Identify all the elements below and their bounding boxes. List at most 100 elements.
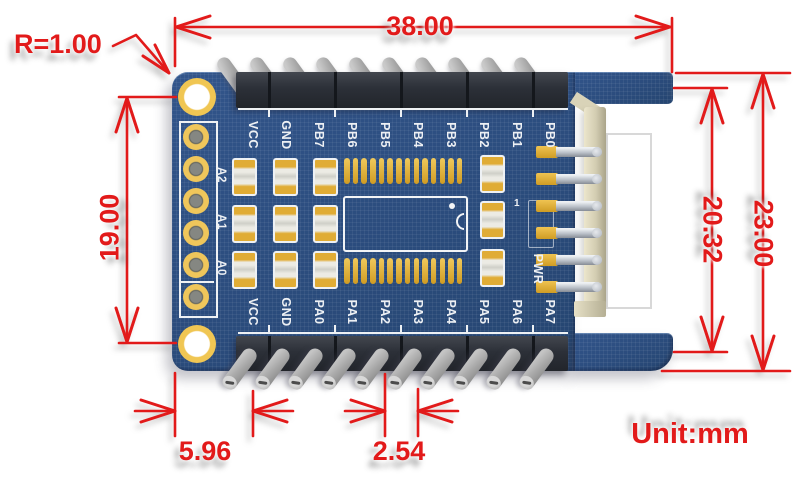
corner-radius-label: R=1.00	[14, 29, 102, 59]
pin-label-bottom: PA5	[477, 299, 491, 325]
smd-pad	[231, 251, 257, 289]
connector-pin	[556, 147, 602, 157]
dim-pin-row-span-label: 20.32	[697, 195, 728, 264]
tssop-pad-bottom	[344, 258, 350, 284]
tssop-pad-top	[378, 158, 385, 184]
bottom-silk-tick	[268, 325, 270, 334]
pin-label-top: VCC	[246, 121, 260, 149]
smd-pad	[312, 251, 338, 289]
top-header-divider	[333, 72, 337, 108]
bottom-header-divider	[531, 336, 535, 371]
pin-end-slot	[522, 380, 532, 385]
tssop-pad-top	[344, 158, 350, 184]
smd-pad	[272, 205, 298, 243]
bottom-header-divider	[333, 336, 337, 371]
connector-pad	[536, 227, 558, 239]
top-header-divider	[267, 72, 271, 108]
bottom-silk-tick	[466, 325, 468, 334]
pin-label-top: PB6	[345, 122, 359, 148]
side-hole	[183, 284, 209, 310]
pin-label-bottom: PA3	[411, 299, 425, 325]
pin-label-top: PB2	[477, 122, 491, 148]
smd-pad	[312, 158, 338, 196]
chip-notch	[455, 213, 464, 230]
side-hole	[183, 124, 209, 150]
top-silk-tick	[334, 108, 336, 117]
bottom-silk-tick	[532, 325, 534, 334]
top-silk-tick	[400, 108, 402, 117]
smd-pad	[479, 249, 505, 287]
pin-label-bottom: PA2	[378, 299, 392, 325]
side-label: A2	[215, 167, 227, 183]
connector-pin	[556, 255, 602, 265]
pin-label-bottom: GND	[279, 297, 293, 327]
tssop-pad-bottom	[361, 258, 367, 284]
connector-pin	[556, 201, 602, 211]
pin-label-top: GND	[279, 120, 293, 150]
pin-label-bottom: PA6	[510, 299, 524, 325]
pin-label-bottom: PA1	[345, 299, 359, 325]
connector-pad	[536, 281, 558, 293]
top-header-divider	[531, 72, 535, 108]
pin-end-slot	[357, 380, 367, 385]
top-silk-tick	[532, 108, 534, 117]
pin-label-top: PB0	[543, 122, 557, 148]
pin-end-slot	[324, 380, 334, 385]
bottom-header-divider	[399, 336, 403, 371]
pin-end-slot	[390, 380, 400, 385]
tssop-pad-bottom	[422, 258, 428, 284]
smd-pad	[272, 251, 298, 289]
dim-height-label: 23.00	[748, 199, 779, 268]
tssop-pad-bottom	[352, 258, 359, 284]
tssop-pad-bottom	[370, 258, 376, 284]
led-pin1-silk: 1	[514, 198, 520, 209]
pin-end-slot	[423, 380, 433, 385]
pin-label-top: PB7	[312, 122, 326, 148]
dim-pitch-label: 2.54	[372, 436, 426, 466]
pin-label-bottom: PA4	[444, 299, 458, 325]
tssop-pad-bottom	[439, 258, 446, 284]
connector-pin-cap	[592, 255, 602, 265]
connector-pin-cap	[592, 147, 602, 157]
tssop-pad-bottom	[404, 258, 411, 284]
connector-pin	[556, 282, 602, 292]
bottom-header-divider	[267, 336, 271, 371]
connector-pad	[536, 254, 558, 266]
chip-notch-arc	[456, 213, 464, 230]
tssop-pad-top	[439, 158, 446, 184]
smd-pad	[312, 205, 338, 243]
top-silk-tick	[268, 108, 270, 117]
top-header-silk-line	[238, 108, 568, 110]
dim-edge-offset-label: 5.96	[178, 436, 232, 466]
dim-hole-span-label: 19.00	[94, 193, 125, 262]
pcb-board-top-tab	[575, 72, 673, 104]
smd-pad	[272, 158, 298, 196]
connector-foot	[574, 301, 606, 317]
connector-ghost-outline	[606, 133, 652, 309]
side-hole-silk-divider	[179, 281, 214, 283]
led-label: PWR	[531, 253, 545, 285]
pin-label-bottom: VCC	[246, 298, 260, 326]
unit-label: Unit:mm	[631, 418, 749, 450]
tssop-pad-top	[456, 158, 463, 184]
tssop-pad-bottom	[387, 258, 393, 284]
pcb-board-body	[172, 72, 575, 371]
connector-pin-cap	[592, 228, 602, 238]
side-hole-silk-box	[179, 121, 218, 318]
tssop-pad-bottom	[378, 258, 385, 284]
connector-pad	[536, 173, 558, 185]
pin-end-slot	[291, 380, 301, 385]
bottom-silk-tick	[334, 325, 336, 334]
mounting-hole-top-left	[178, 78, 216, 116]
top-silk-tick	[466, 108, 468, 117]
top-header-divider	[399, 72, 403, 108]
side-hole	[183, 220, 209, 246]
pin-end-slot	[258, 380, 268, 385]
pin-end-slot	[225, 380, 235, 385]
tssop-pad-top	[404, 158, 411, 184]
tssop-pad-top	[448, 158, 454, 184]
pin-end-slot	[456, 380, 466, 385]
connector-pin-cap	[592, 174, 602, 184]
connector-pin-cap	[592, 282, 602, 292]
